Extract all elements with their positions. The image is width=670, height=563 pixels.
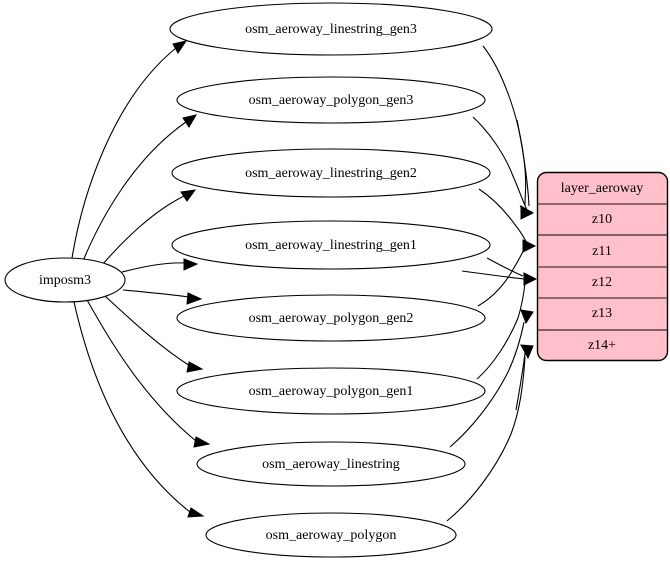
arrowhead-z13-a [520, 309, 534, 325]
node-osm-aeroway-linestring-gen1[interactable]: osm_aeroway_linestring_gen1 [171, 220, 491, 270]
node-osm-aeroway-linestring-gen2[interactable]: osm_aeroway_linestring_gen2 [171, 148, 491, 198]
edge-linestring-to-z13 [449, 321, 525, 448]
imposm3-label: imposm3 [39, 273, 91, 288]
node-osm-aeroway-linestring-gen3[interactable]: osm_aeroway_linestring_gen3 [169, 2, 493, 56]
imposm3-ellipse[interactable] [4, 257, 126, 303]
arrowhead-linestring-gen3 [172, 40, 188, 54]
edge-imposm3-to-linestring-gen2 [101, 195, 185, 266]
linestring-gen3-label: osm_aeroway_linestring_gen3 [245, 22, 417, 37]
arrowhead-z12-a [523, 272, 538, 286]
edge-linestring-gen3-to-z10-b [519, 205, 533, 213]
arrowhead-z14-a [520, 344, 534, 360]
arrowhead-polygon-gen3 [182, 114, 198, 128]
edge-imposm3-to-polygon-gen3 [82, 121, 187, 262]
layer-aeroway-header-label: layer_aeroway [561, 181, 643, 196]
polygon-gen2-ellipse[interactable] [176, 294, 486, 342]
node-osm-aeroway-polygon-gen1[interactable]: osm_aeroway_polygon_gen1 [176, 367, 486, 415]
edge-polygon-gen1-to-z12 [476, 282, 526, 380]
polygon-gen3-ellipse[interactable] [176, 76, 486, 124]
edge-linestring-gen1-to-z12 [486, 257, 524, 277]
edge-imposm3-to-linestring [86, 299, 197, 442]
linestring-gen3-ellipse[interactable] [169, 2, 493, 56]
linestring-ellipse[interactable] [196, 441, 466, 487]
record-row-z14-label: z14+ [588, 338, 616, 353]
edges-tables-to-record [446, 45, 538, 522]
edge-polygon-gen3-to-z10 [472, 116, 528, 211]
edge-imposm3-to-polygon-gen2 [122, 289, 190, 298]
linestring-gen1-label: osm_aeroway_linestring_gen1 [245, 238, 417, 253]
edge-imposm3-to-polygon [73, 301, 191, 513]
arrowhead-linestring-gen2 [180, 189, 197, 202]
linestring-gen2-label: osm_aeroway_linestring_gen2 [245, 166, 417, 181]
arrowhead-z11-a [522, 239, 537, 253]
edge-imposm3-to-polygon-gen1 [104, 295, 191, 367]
node-osm-aeroway-polygon-gen2[interactable]: osm_aeroway_polygon_gen2 [176, 294, 486, 342]
edge-polygon-to-z14 [446, 356, 526, 522]
record-row-z11-label: z11 [592, 244, 612, 259]
arrowhead-polygon [187, 507, 205, 518]
edge-bundle-lower [515, 345, 527, 411]
arrowhead-linestring [193, 436, 211, 448]
polygon-ellipse[interactable] [205, 512, 457, 558]
record-row-z10-label: z10 [592, 212, 612, 227]
edge-bundle-upper [516, 119, 530, 207]
edges-source-to-tables [71, 40, 211, 518]
arrowhead-polygon-gen2 [186, 292, 203, 305]
node-layer-aeroway-record[interactable]: layer_aeroway z10 z11 z12 z13 z14+ [536, 171, 669, 362]
record-row-z13-label: z13 [592, 306, 612, 321]
record-row-z12-label: z12 [592, 275, 612, 290]
arrowhead-polygon-gen1 [186, 361, 204, 373]
arrowhead-linestring-gen1 [183, 258, 199, 271]
polygon-gen2-label: osm_aeroway_polygon_gen2 [249, 311, 414, 326]
linestring-gen2-ellipse[interactable] [171, 148, 491, 198]
node-osm-aeroway-polygon[interactable]: osm_aeroway_polygon [205, 512, 457, 558]
edge-linestring-gen3-to-z10 [482, 45, 527, 206]
linestring-gen1-ellipse[interactable] [171, 220, 491, 270]
linestring-label: osm_aeroway_linestring [262, 457, 400, 472]
node-osm-aeroway-polygon-gen3[interactable]: osm_aeroway_polygon_gen3 [176, 76, 486, 124]
polygon-gen1-ellipse[interactable] [176, 367, 486, 415]
edge-linestring-gen2-to-z11 [478, 188, 528, 244]
polygon-label: osm_aeroway_polygon [266, 528, 397, 543]
edge-linestring-gen1-to-z12-b [461, 270, 525, 280]
polygon-gen1-label: osm_aeroway_polygon_gen1 [249, 384, 414, 399]
edge-imposm3-to-linestring-gen1 [121, 262, 187, 273]
node-imposm3[interactable]: imposm3 [4, 257, 126, 303]
node-osm-aeroway-linestring[interactable]: osm_aeroway_linestring [196, 441, 466, 487]
edge-polygon-gen2-to-z11 [477, 245, 527, 307]
edge-imposm3-to-linestring-gen3 [71, 47, 177, 259]
polygon-gen3-label: osm_aeroway_polygon_gen3 [249, 93, 414, 108]
